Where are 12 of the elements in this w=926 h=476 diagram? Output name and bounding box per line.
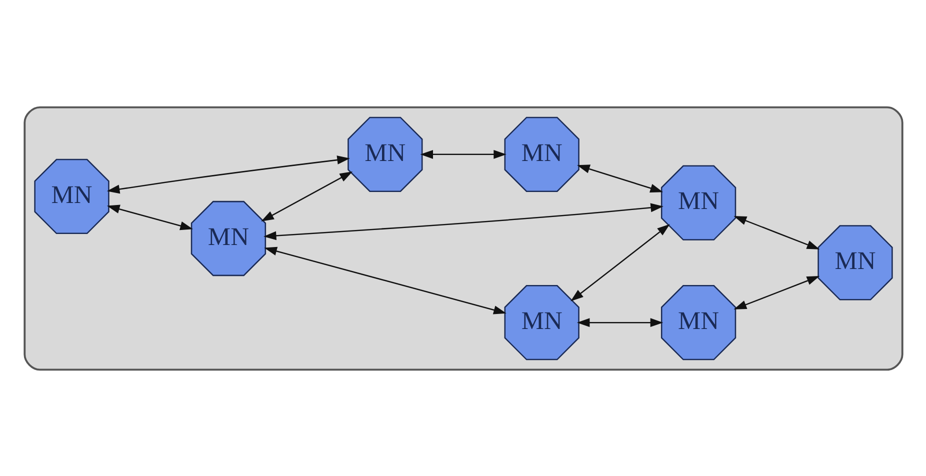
- arrow: [263, 202, 663, 240]
- arrow: [733, 276, 820, 309]
- arrow: [733, 216, 820, 249]
- arrow: [106, 204, 192, 230]
- arrow: [576, 164, 663, 192]
- arrow: [576, 318, 663, 327]
- arrow: [570, 224, 670, 301]
- arrow: [260, 171, 352, 221]
- arrow: [106, 155, 350, 194]
- arrow: [264, 246, 506, 314]
- arrow: [420, 149, 506, 158]
- cluster: [23, 106, 903, 370]
